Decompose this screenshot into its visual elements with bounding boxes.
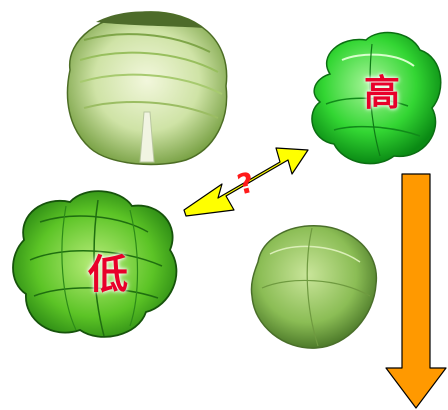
cut-cabbage-half-icon — [67, 11, 226, 164]
smooth-cabbage-head-icon — [251, 226, 376, 348]
down-arrow-icon — [386, 174, 446, 408]
low-label: 低 — [80, 255, 136, 295]
high-label: 高 — [354, 76, 410, 112]
